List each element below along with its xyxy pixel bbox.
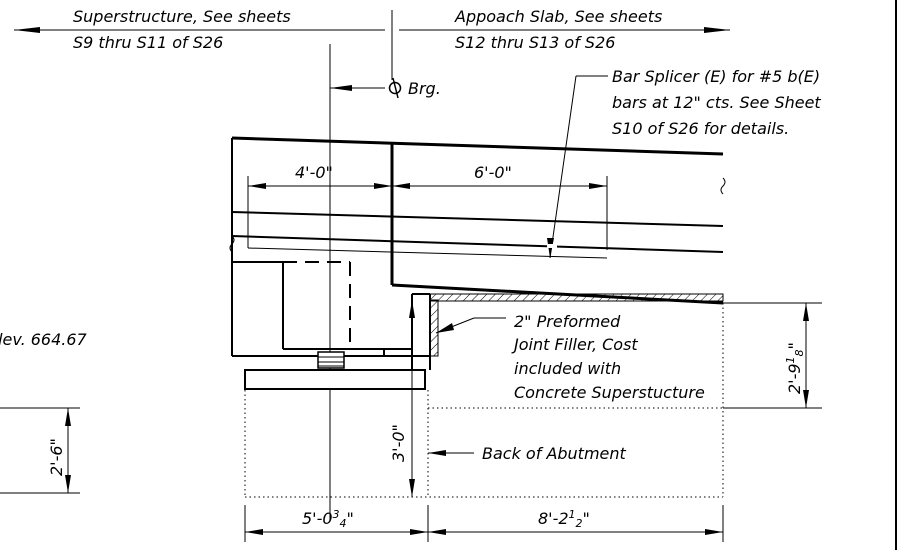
dim-2ft6 [0,407,80,494]
joint-filler-note-line2: Joint Filler, Cost [511,335,638,354]
approach-slab-note-line2: S12 thru S13 of S26 [455,33,615,52]
back-of-abutment-label: Back of Abutment [482,444,627,463]
dim-8ft-den: 2 [576,517,583,530]
dim-2ft9-label: 2'-918" [784,342,806,394]
bearing-pad [317,351,345,369]
dim-2ft9-den: 8 [793,349,806,356]
centerline-icon [388,77,402,99]
approach-slab-note-line1: Appoach Slab, See sheets [454,7,662,26]
dim-2ft9-num: 1 [784,356,797,363]
dim-5ft-tail: " [347,509,354,528]
deck-slab [229,136,726,357]
dim-2ft6-label: 2'-6" [47,438,66,476]
dim-4ft [247,176,392,248]
dim-8ft [428,505,724,542]
joint-filler-note-line3: included with [514,359,621,378]
bar-splicer-note-line3: S10 of S26 for details. [612,119,789,138]
abutment-seat [244,293,431,390]
superstructure-note-line1: Superstructure, See sheets [73,7,291,26]
bar-splicer-note-line1: Bar Splicer (E) for #5 b(E) [612,67,820,86]
dim-6ft [392,176,608,250]
superstructure-note-line2: S9 thru S11 of S26 [73,33,223,52]
dim-3ft-label: 3'-0" [389,424,408,462]
dim-2ft9-tail: " [785,342,804,349]
top-leaders [14,10,730,80]
joint-filler-note-line1: 2" Preformed [514,312,621,331]
centerline-bearing-label: Brg. [408,79,441,98]
joint-filler-note-line4: Concrete Superstucture [514,383,705,402]
dim-8ft-num: 1 [569,508,576,521]
bar-splicer-note-line2: bars at 12" cts. See Sheet [612,93,821,112]
abutment-outline [244,303,724,498]
dim-2ft9-main: 2'-9 [785,363,804,394]
dim-8ft-label: 8'-212" [538,508,590,530]
dim-5ft-main: 5'-0 [302,509,333,528]
dim-5ft-num: 3 [333,508,340,521]
dim-8ft-tail: " [583,509,590,528]
dim-5ft [244,505,429,542]
dim-4ft-label: 4'-0" [295,163,333,182]
dim-2ft9 [723,302,822,409]
dim-5ft-den: 4 [340,517,347,530]
elevation-label: Elev. 664.67 [0,330,88,349]
dim-5ft-label: 5'-034" [302,508,354,530]
dim-3ft [409,300,415,497]
dim-6ft-label: 6'-0" [474,163,512,182]
dim-8ft-main: 8'-2 [538,509,569,528]
joint-filler-hatch [429,293,724,302]
